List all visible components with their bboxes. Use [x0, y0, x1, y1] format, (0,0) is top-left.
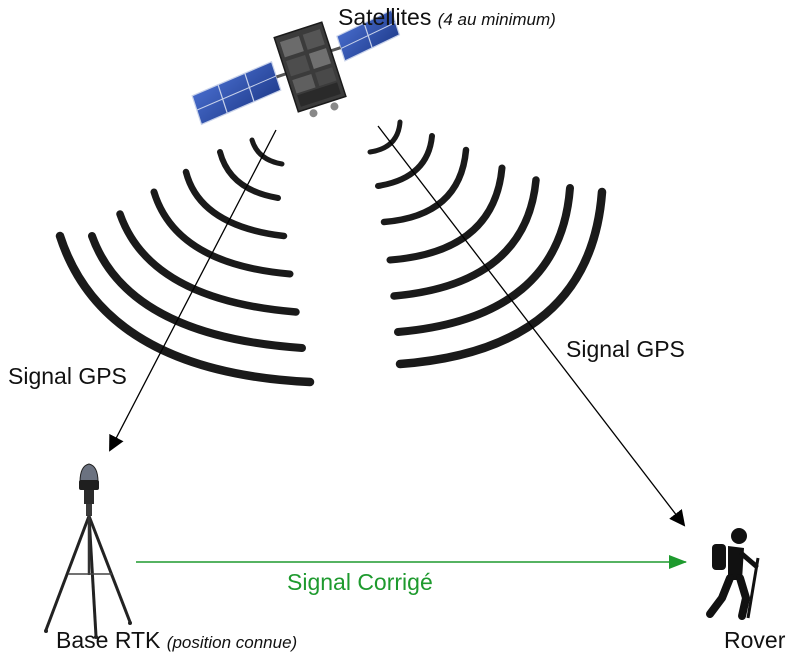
- satellite-icon: [191, 9, 401, 126]
- corrected-signal-label: Signal Corrigé: [287, 569, 433, 595]
- base-rtk-label-note: (position connue): [166, 633, 298, 652]
- signal-waves-right: [367, 119, 607, 369]
- satellites-label-text: Satellites: [338, 4, 432, 30]
- tripod-gnss-antenna-icon: [44, 463, 132, 639]
- satellite-right-panel: [336, 9, 401, 62]
- base-rtk-label-text: Base RTK: [56, 627, 161, 653]
- satellites-label: Satellites (4 au minimum): [338, 6, 556, 29]
- gps-signal-arrow-left: [109, 129, 277, 452]
- satellite-body: [273, 21, 347, 118]
- hiker-icon: [706, 528, 760, 620]
- signal-waves-left: [55, 137, 315, 387]
- rover-label: Rover: [724, 627, 786, 653]
- gps-signal-arrow-right: [377, 125, 686, 527]
- gps-signal-label-right: Signal GPS: [566, 336, 685, 362]
- satellites-label-note: (4 au minimum): [437, 10, 556, 29]
- satellite-left-panel: [191, 60, 282, 126]
- base-rtk-label: Base RTK (position connue): [56, 629, 297, 652]
- gps-signal-label-left: Signal GPS: [8, 363, 127, 389]
